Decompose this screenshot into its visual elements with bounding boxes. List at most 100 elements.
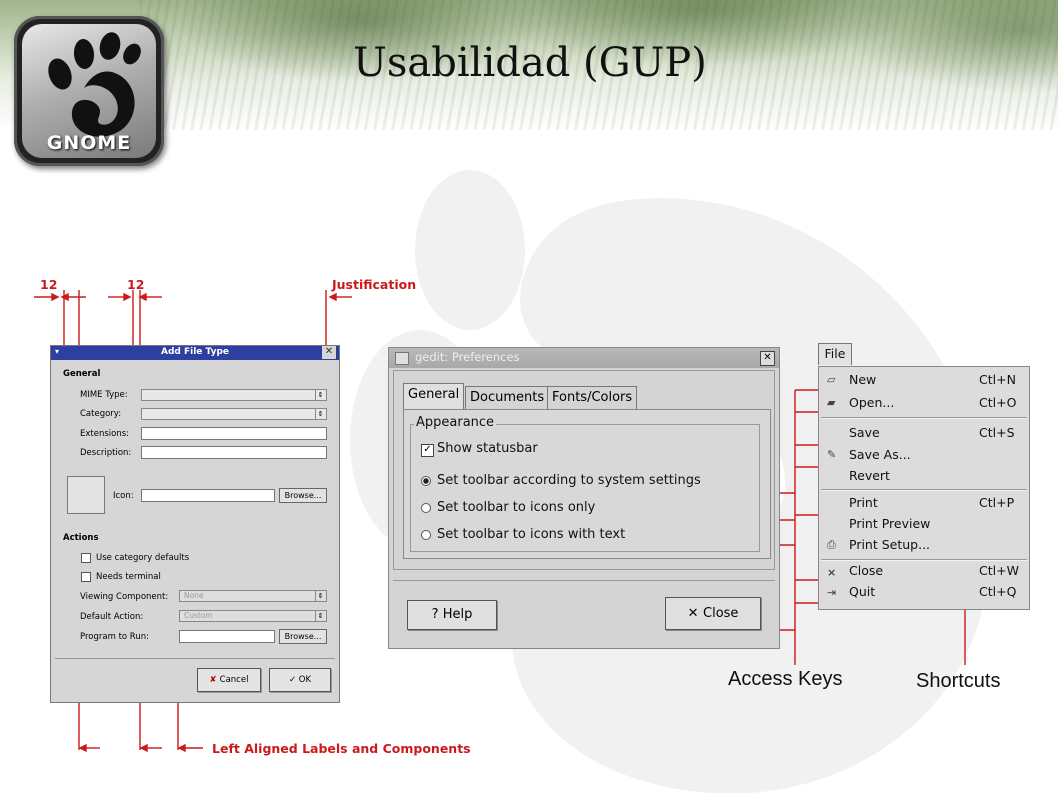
extensions-field[interactable]	[141, 427, 327, 440]
close-icon[interactable]: ✕	[760, 351, 775, 366]
use-category-defaults-label: Use category defaults	[96, 553, 190, 563]
gedit-preferences-dialog: gedit: Preferences ✕ General Documents F…	[388, 347, 780, 649]
cancel-x-icon: ✘	[209, 675, 220, 685]
save-as-icon: ✎	[827, 448, 837, 461]
menu-separator	[821, 559, 1027, 561]
menu-item-close[interactable]: Close	[849, 563, 884, 578]
left-aligned-label: Left Aligned Labels and Components	[212, 741, 471, 756]
button-separator	[393, 580, 775, 581]
tab-general[interactable]: General	[403, 383, 465, 410]
category-label: Category:	[80, 409, 122, 419]
menu-item-new[interactable]: New	[849, 372, 877, 387]
add-file-type-dialog: ▾ Add File Type ✕ General MIME Type: ⇕ C…	[50, 345, 340, 703]
viewing-component-label: Viewing Component:	[80, 592, 169, 602]
shortcut-open: Ctl+O	[979, 395, 1017, 410]
file-menu: ▱ New Ctl+N ▰ Open... Ctl+O Save Ctl+S ✎…	[818, 366, 1030, 610]
viewing-component-value: None	[184, 591, 204, 600]
viewing-component-combo[interactable]: None ⇕	[179, 590, 327, 602]
gnome-logo-plate	[22, 24, 156, 158]
program-to-run-field[interactable]	[179, 630, 275, 643]
spacing-label-right: 12	[127, 277, 145, 292]
menu-item-open[interactable]: Open...	[849, 395, 895, 410]
menu-separator	[821, 489, 1027, 491]
gnome-logo-text: GNOME	[46, 132, 132, 154]
quit-icon: ⇥	[827, 586, 837, 599]
tab-fonts-colors[interactable]: Fonts/Colors	[547, 386, 638, 410]
use-category-defaults-checkbox[interactable]	[81, 553, 91, 563]
category-combo[interactable]: ⇕	[141, 408, 327, 420]
shortcut-new: Ctl+N	[979, 372, 1016, 387]
printer-icon: ⎙	[827, 538, 836, 551]
needs-terminal-label: Needs terminal	[96, 572, 161, 582]
radio-icons-with-text-label: Set toolbar to icons with text	[437, 527, 626, 542]
slide-title: Usabilidad (GUP)	[353, 40, 707, 86]
help-icon: ?	[431, 607, 443, 622]
window-menu-icon[interactable]	[395, 352, 409, 365]
notebook-frame	[393, 370, 775, 570]
shortcut-save: Ctl+S	[979, 425, 1015, 440]
shortcut-print: Ctl+P	[979, 495, 1015, 510]
icon-picker-button[interactable]	[67, 476, 105, 514]
menu-separator	[821, 417, 1027, 419]
actions-heading: Actions	[63, 533, 99, 543]
justification-label: Justification	[332, 277, 417, 292]
program-to-run-label: Program to Run:	[80, 632, 149, 642]
mime-type-combo[interactable]: ⇕	[141, 389, 327, 401]
access-keys-label: Access Keys	[728, 668, 843, 690]
help-button-label: Help	[442, 607, 473, 622]
combo-arrow-icon: ⇕	[315, 390, 325, 400]
mime-type-label: MIME Type:	[80, 390, 128, 400]
radio-icons-with-text[interactable]	[421, 530, 431, 540]
default-action-label: Default Action:	[80, 612, 144, 622]
banner-landscape	[140, 0, 1058, 130]
description-label: Description:	[80, 448, 132, 458]
gnome-foot-icon	[48, 32, 141, 137]
default-action-combo[interactable]: Custom ⇕	[179, 610, 327, 622]
close-button[interactable]: ✕ Close	[665, 597, 761, 630]
tab-documents[interactable]: Documents	[465, 386, 550, 410]
add-file-type-titlebar: ▾ Add File Type ✕	[51, 346, 339, 360]
menu-item-save[interactable]: Save	[849, 425, 880, 440]
close-small-icon: ×	[827, 566, 837, 579]
menu-item-print-setup[interactable]: Print Setup...	[849, 537, 931, 552]
ok-check-icon: ✓	[288, 675, 299, 685]
help-button[interactable]: ? Help	[407, 600, 497, 630]
extensions-label: Extensions:	[80, 429, 130, 439]
radio-icons-only[interactable]	[421, 503, 431, 513]
menu-item-print-preview[interactable]: Print Preview	[849, 516, 931, 531]
radio-system-settings[interactable]	[421, 476, 431, 486]
needs-terminal-checkbox[interactable]	[81, 572, 91, 582]
radio-system-settings-label: Set toolbar according to system settings	[437, 473, 701, 488]
shortcuts-label: Shortcuts	[916, 670, 1001, 692]
radio-icons-only-label: Set toolbar to icons only	[437, 500, 596, 515]
browse-icon-button[interactable]: Browse...	[279, 488, 327, 503]
spacing-label-left: 12	[40, 277, 58, 292]
gnome-logo: GNOME	[14, 16, 164, 166]
browse-program-button[interactable]: Browse...	[279, 629, 327, 644]
ok-button[interactable]: ✓ OK	[269, 668, 331, 692]
show-statusbar-label: Show statusbar	[437, 441, 538, 456]
menu-item-save-as[interactable]: Save As...	[849, 447, 911, 462]
cancel-button[interactable]: ✘ Cancel	[197, 668, 261, 692]
dialog-separator	[55, 658, 335, 659]
appearance-group-label: Appearance	[414, 415, 497, 430]
open-folder-icon: ▰	[827, 396, 836, 409]
combo-arrow-icon: ⇕	[315, 591, 325, 601]
icon-path-field[interactable]	[141, 489, 275, 502]
file-menu-header[interactable]: File	[818, 343, 852, 365]
icon-label: Icon:	[113, 491, 134, 501]
ok-button-label: OK	[298, 675, 312, 685]
menu-item-print[interactable]: Print	[849, 495, 878, 510]
description-field[interactable]	[141, 446, 327, 459]
tab-page: Appearance ✓ Show statusbar Set toolbar …	[403, 409, 771, 559]
menu-item-revert[interactable]: Revert	[849, 468, 890, 483]
close-icon[interactable]: ✕	[322, 346, 336, 359]
general-heading: General	[63, 369, 101, 379]
default-action-value: Custom	[184, 611, 213, 620]
show-statusbar-checkbox[interactable]: ✓	[421, 444, 434, 457]
combo-arrow-icon: ⇕	[315, 611, 325, 621]
combo-arrow-icon: ⇕	[315, 409, 325, 419]
window-menu-icon[interactable]: ▾	[55, 347, 60, 356]
menu-item-quit[interactable]: Quit	[849, 584, 876, 599]
